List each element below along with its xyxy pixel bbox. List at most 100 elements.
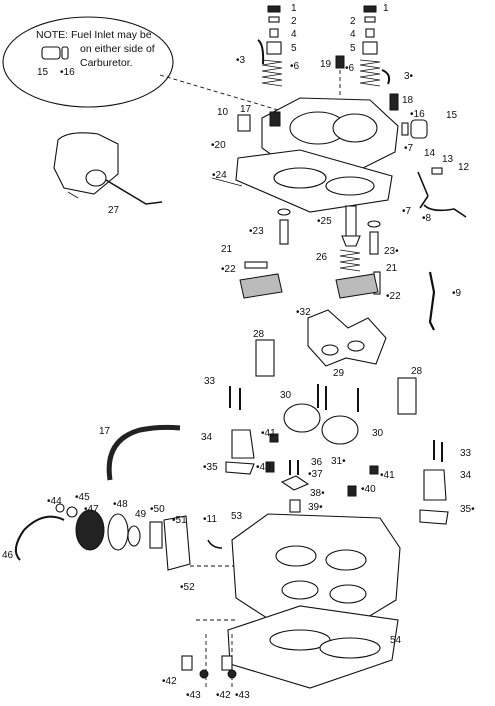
- callout-c44: •44: [47, 496, 62, 507]
- callout-c54: 54: [390, 635, 402, 646]
- callout-c31: 31•: [331, 456, 346, 467]
- callout-c42a: •42: [162, 676, 177, 687]
- float-22-left: [239, 273, 283, 299]
- stack-right-clip: [364, 16, 376, 23]
- callout-c17b: 17: [99, 426, 111, 437]
- callout-c20: •20: [211, 140, 226, 151]
- leader-24: [211, 177, 243, 187]
- callout-c45: •45: [75, 492, 90, 503]
- screw-18: [389, 93, 399, 111]
- callout-c35b: 35•: [460, 504, 475, 515]
- screw-17: [269, 111, 281, 127]
- note-leader-dashed: [159, 74, 286, 113]
- vacuum-hose-17: [106, 424, 181, 481]
- screw-42-right: [221, 655, 233, 671]
- stack-left-screw: [267, 5, 281, 13]
- note-callout-16: •16: [60, 67, 75, 78]
- bracket-34-left: [231, 429, 255, 459]
- callout-c7a: •7: [404, 143, 414, 154]
- callout-c9: •9: [452, 288, 462, 299]
- callout-c22b: •22: [386, 291, 401, 302]
- fuel-inlet-note: NOTE: Fuel Inlet may be on either side o…: [2, 16, 286, 113]
- check-ball-38: [280, 475, 310, 491]
- stack-right-rod: [381, 69, 391, 85]
- body-bore-2: [325, 549, 367, 571]
- callout-c2a: 2: [291, 16, 297, 27]
- callout-c4a: 4: [291, 29, 297, 40]
- callout-c12: 12: [458, 162, 470, 173]
- callout-c47: •47: [84, 504, 99, 515]
- diaphragm-30-left: [283, 403, 321, 433]
- choke-rod-27: [105, 179, 163, 205]
- baffle-28-right: [397, 377, 417, 415]
- stack-left-clip: [268, 16, 280, 23]
- callout-c32: •32: [296, 307, 311, 318]
- callout-c11: •11: [203, 514, 217, 525]
- spring-26: [339, 249, 361, 272]
- callout-c52: •52: [180, 582, 195, 593]
- choke-thermostat-assembly: [14, 503, 191, 571]
- callout-c48: •48: [113, 499, 128, 510]
- callout-c13: 13: [442, 154, 454, 165]
- note-inlet-washer-shape: [61, 46, 69, 60]
- screw-41-right: [369, 465, 379, 475]
- fuel-inlet-gasket: [401, 122, 409, 136]
- choke-housing-shaft: [85, 169, 107, 187]
- callout-c41b: •41: [380, 470, 395, 481]
- callout-c24: •24: [212, 170, 227, 181]
- housing-51: [163, 515, 191, 571]
- choke-linkage: [417, 171, 467, 218]
- callout-c2b: 2: [350, 16, 356, 27]
- callout-c16: •16: [410, 109, 425, 120]
- jet-23-right: [369, 231, 379, 255]
- pump-plunger-stack-right: [359, 5, 391, 87]
- screw-19: [335, 55, 345, 69]
- callout-c49: 49: [135, 509, 147, 520]
- callout-c38: 38•: [310, 488, 325, 499]
- choke-cap-47: [75, 509, 105, 551]
- callout-c10: 10: [217, 107, 229, 118]
- float-22-right: [335, 273, 379, 299]
- note-line-1: NOTE: Fuel Inlet may be: [36, 29, 152, 41]
- note-inlet-fitting-shape: [41, 46, 61, 60]
- callout-c53: 53: [231, 511, 243, 522]
- stack-right-spring: [359, 59, 381, 87]
- callout-c18: 18: [402, 95, 414, 106]
- callout-c23a: •23: [249, 226, 264, 237]
- gasket-35-left: [225, 461, 255, 475]
- callout-c7b: •7: [402, 206, 412, 217]
- stack-left-cup: [266, 41, 282, 55]
- choke-housing-shape: [53, 132, 119, 195]
- callout-c43b: •43: [235, 690, 250, 701]
- jet-23-left: [279, 219, 289, 245]
- callout-c40b: •40: [361, 484, 376, 495]
- callout-c40a: •40: [256, 462, 271, 473]
- rod-11: [207, 539, 223, 549]
- callout-c1b: 1: [383, 3, 389, 14]
- choke-lever: [67, 191, 79, 199]
- callout-c4b: 4: [350, 29, 356, 40]
- needle-21-left: [244, 261, 268, 269]
- fuel-inlet-fitting: [410, 119, 428, 139]
- gasket-23-right: [367, 220, 381, 228]
- stack-right-cup: [362, 41, 378, 55]
- washer-43-left: [199, 669, 209, 679]
- note-line-2: on either side of: [80, 43, 155, 55]
- callout-c29: 29: [333, 368, 345, 379]
- callout-c22a: •22: [221, 264, 236, 275]
- vacuum-diaphragm-area: [225, 384, 449, 525]
- screw-42-left: [181, 655, 193, 671]
- lead-wire-46: [23, 515, 65, 531]
- stack-right-plunger: [365, 28, 375, 38]
- screw-44: [55, 503, 65, 513]
- screw-12: [431, 167, 443, 175]
- callout-c34a: 34: [201, 432, 213, 443]
- callout-c21b: 21: [386, 263, 398, 274]
- washer-43-right: [227, 669, 237, 679]
- callout-c23b: 23•: [384, 246, 399, 257]
- pump-plunger-stack-left: [257, 5, 283, 87]
- callout-c6a: •6: [290, 61, 300, 72]
- callout-c26: 26: [316, 252, 328, 263]
- gasket-48: [107, 513, 129, 551]
